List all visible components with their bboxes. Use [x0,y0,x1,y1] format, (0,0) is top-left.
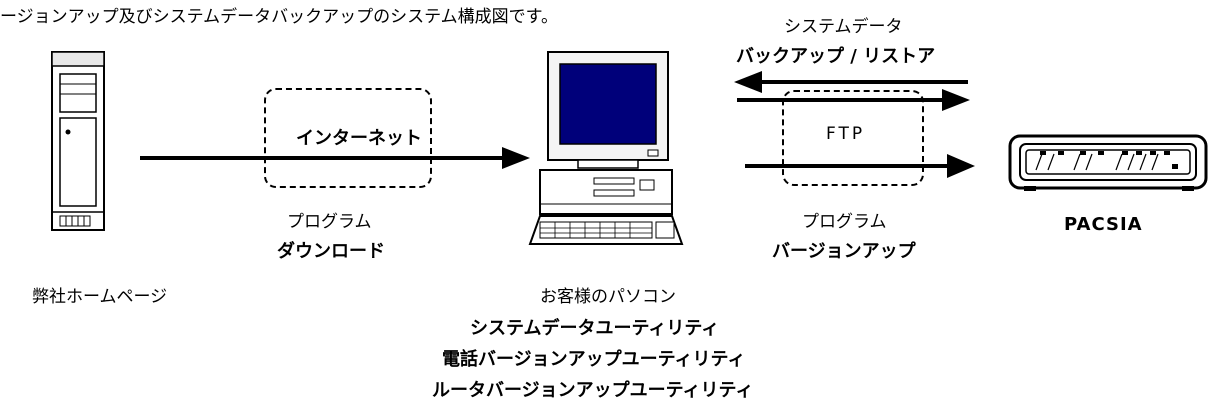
pc-label-line3: 電話バージョンアップユーティリティ [442,349,746,370]
server-label: 弊社ホームページ [32,287,168,307]
backup-label-line2: バックアップ / リストア [736,46,936,67]
download-label-line2: ダウンロード [277,241,385,262]
download-label-line1: プログラム [287,212,372,232]
ftp-box [782,90,924,186]
upgrade-label-line1: プログラム [802,212,887,232]
upgrade-label-line2: バージョンアップ [772,241,916,262]
pc-label-line1: お客様のパソコン [540,287,676,307]
pc-label-line4: ルータバージョンアップユーティリティ [432,380,754,401]
internet-box [264,88,432,188]
caption: ージョンアップ及びシステムデータバックアップのシステム構成図です。 [0,7,558,27]
device-label: PACSIA [1064,214,1143,235]
pc-label-line2: システムデータユーティリティ [470,318,720,339]
internet-label: インターネット [296,128,422,149]
backup-label-line1: システムデータ [784,17,903,37]
ftp-label: FTP [826,124,866,144]
